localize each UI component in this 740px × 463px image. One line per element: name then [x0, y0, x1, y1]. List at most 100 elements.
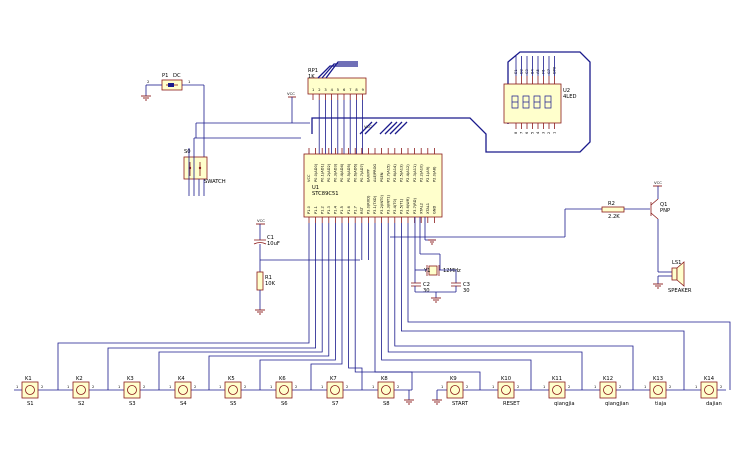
switch-ref: K6 [279, 376, 286, 382]
rp1-pin-label: 7 [349, 88, 351, 92]
switch-pin-1: 1 [594, 385, 596, 389]
switch-pin-1: 1 [492, 385, 494, 389]
switch-body [377, 381, 395, 399]
ground-symbol [653, 283, 663, 289]
switch-ref: K14 [704, 376, 715, 382]
switch-pin-1: 1 [321, 385, 323, 389]
mcu-bottom-pin-label: P3.6(WR) [406, 197, 410, 214]
ls1-value: SPEAKER [668, 288, 692, 294]
seven-segment-digit [544, 95, 552, 109]
c3-ref: C3 [463, 282, 470, 288]
switch-pin-1: 1 [169, 385, 171, 389]
rp1-pin-label: 9 [362, 88, 365, 92]
c2-value: 30 [423, 288, 430, 294]
switch-body [72, 381, 90, 399]
switch-ref: K11 [552, 376, 562, 382]
switch-body [123, 381, 141, 399]
switch-pin-2: 2 [41, 385, 43, 389]
p1-pin-2: 2 [147, 79, 150, 84]
mcu-top-pin-label: P2.0(A8) [433, 166, 437, 182]
switch-pin-1: 1 [67, 385, 69, 389]
q1-ref: Q1 [660, 202, 667, 208]
switch-label: S5 [230, 401, 237, 407]
switch-pin-1: 1 [372, 385, 374, 389]
mcu-top-pin-label: VCC [307, 174, 311, 182]
mcu-top-pin-label: P2.4(A12) [406, 164, 410, 182]
switch-body [326, 381, 344, 399]
switch-button [501, 385, 511, 395]
switch-ref: K13 [653, 376, 663, 382]
mcu-top-pin-label: PSEN [380, 172, 384, 182]
switch-body [446, 381, 464, 399]
p1-contact [168, 83, 174, 87]
u1-value: STC89C51 [312, 191, 339, 197]
mcu-bottom-pin-label: P1.6 [347, 205, 351, 214]
mcu-bottom-pin-label: P1.7 [353, 206, 357, 214]
u2-ref: U2 [563, 88, 570, 94]
mcu-bottom-pin-label: P1.5 [340, 206, 344, 214]
mcu-top-pin-label: P0.7(AD7) [360, 163, 364, 182]
mcu-bottom-pin-label: P3.1(TXD) [373, 195, 377, 214]
switch-pin-1: 1 [644, 385, 646, 389]
r2-ref: R2 [608, 201, 615, 207]
q1-value: PNP [660, 208, 670, 214]
switch-button [330, 385, 340, 395]
mcu-top-pin-label: P2.6(A14) [393, 164, 397, 182]
vcc-label-2: VCC [364, 124, 372, 129]
switch-label: S1 [27, 401, 34, 407]
led-bottom-pin-label: 5 [531, 132, 535, 134]
mcu-top-pin-label: P0.5(AD5) [347, 163, 351, 182]
switch-pin-2: 2 [517, 385, 519, 389]
switch-button [653, 385, 663, 395]
switch-pin-1: 1 [695, 385, 697, 389]
y1-body [428, 265, 438, 276]
mcu-top-pin-label: P0.3(AD3) [334, 163, 338, 182]
ground-symbol [431, 297, 441, 303]
seven-segment-digit [533, 95, 541, 109]
s0-body [183, 156, 208, 180]
switch-pin-1: 1 [219, 385, 221, 389]
mcu-top-pin-label: P2.2(A10) [419, 164, 423, 182]
p1-ref: P1 [162, 73, 168, 79]
mcu-bottom-pin-label: P1.0 [307, 205, 311, 214]
mcu-bottom-pin-label: P3.3(INT1) [386, 194, 390, 214]
switch-pin-2: 2 [466, 385, 468, 389]
switch-label: qiangjia [554, 401, 575, 407]
switch-ref: K8 [381, 376, 388, 382]
seven-segment-digit [522, 95, 530, 109]
switch-pin-1: 1 [441, 385, 443, 389]
switch-label: S3 [129, 401, 136, 407]
switch-pin-2: 2 [295, 385, 297, 389]
led-bottom-pin-label: 8 [514, 131, 518, 134]
led-bottom-pin-label: 7 [520, 132, 524, 134]
switch-ref: K10 [501, 376, 511, 382]
c1-ref: C1 [267, 235, 274, 241]
switch-body [649, 381, 667, 399]
switch-label: START [452, 401, 469, 407]
mcu-top-pin-label: P0.6(AD6) [353, 163, 357, 182]
vcc-label: VCC [287, 91, 295, 96]
switch-body [548, 381, 566, 399]
switch-ref: K4 [178, 376, 185, 382]
r1-value: 10K [265, 281, 276, 287]
rp1-pin-label: 1 [312, 88, 314, 92]
switch-pin-2: 2 [669, 385, 671, 389]
led-bottom-pin-label: 2 [547, 132, 551, 134]
c2-ref: C2 [423, 282, 430, 288]
switch-body [599, 381, 617, 399]
led-bottom-pin-label: 3 [542, 132, 546, 134]
switch-wiring [14, 223, 731, 391]
buzzer-circuit: R2 2.2K Q1 PNP VCC LS1 SPEAKER [390, 180, 692, 294]
mcu-bottom-pin-label: P3.4(T0) [393, 198, 397, 214]
ls1-body [671, 267, 678, 281]
mcu-bottom-pin-label: P1.1 [314, 206, 318, 214]
switch-label: qiangjian [605, 401, 629, 407]
switch-pin-1: 1 [118, 385, 120, 389]
